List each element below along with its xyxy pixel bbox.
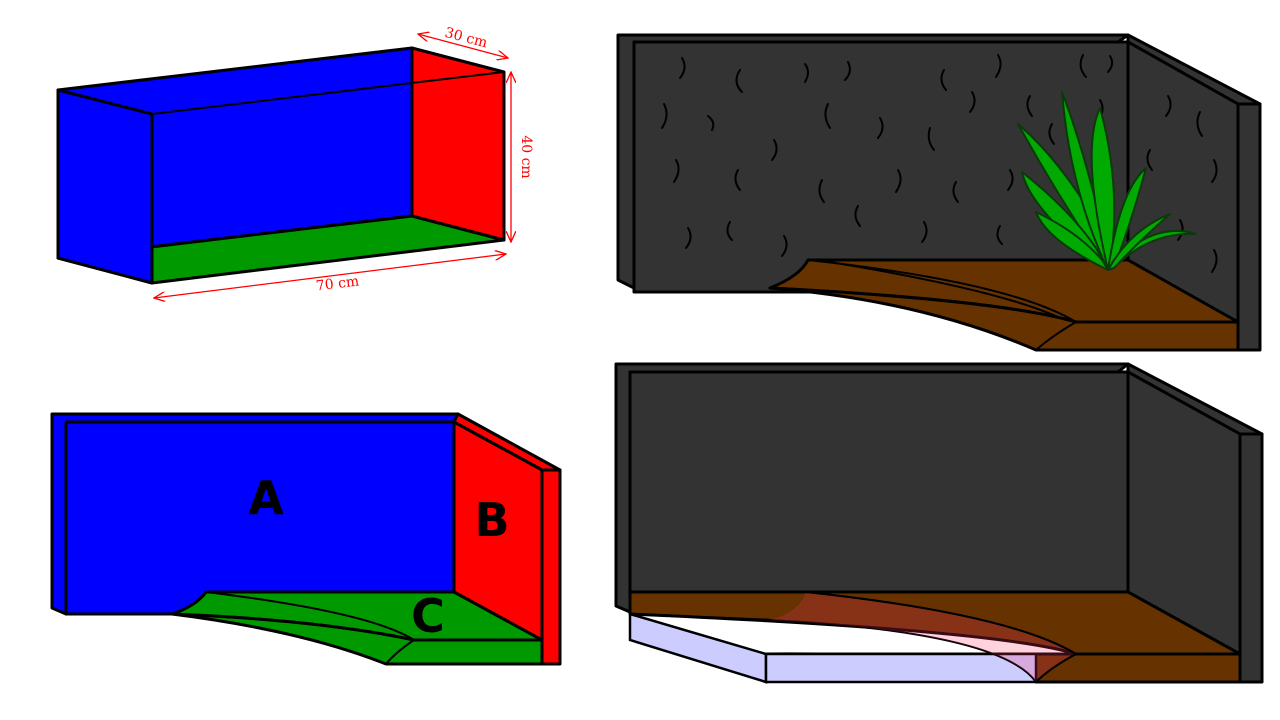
box-front-wall — [56, 88, 154, 285]
label-a: A — [248, 471, 284, 525]
agave-plant-icon — [1017, 91, 1197, 271]
height-label: 40 cm — [518, 135, 534, 178]
length-label: 70 cm — [315, 273, 360, 294]
textured-terrarium — [616, 33, 1262, 352]
glass-terrarium — [614, 362, 1264, 684]
label-b: B — [474, 493, 509, 547]
floor-c-front — [170, 612, 544, 666]
depth-arrow — [418, 34, 508, 58]
label-c: C — [411, 589, 445, 643]
dimension-box: 30 cm 40 cm 70 cm — [56, 25, 534, 298]
length-arrow — [154, 254, 506, 298]
box-side-wall — [410, 46, 506, 242]
substrate-front — [768, 286, 1240, 352]
glass-tint-middle — [770, 592, 1076, 682]
labelled-terrarium: A B C — [50, 412, 562, 666]
rock-texture — [661, 54, 1218, 273]
